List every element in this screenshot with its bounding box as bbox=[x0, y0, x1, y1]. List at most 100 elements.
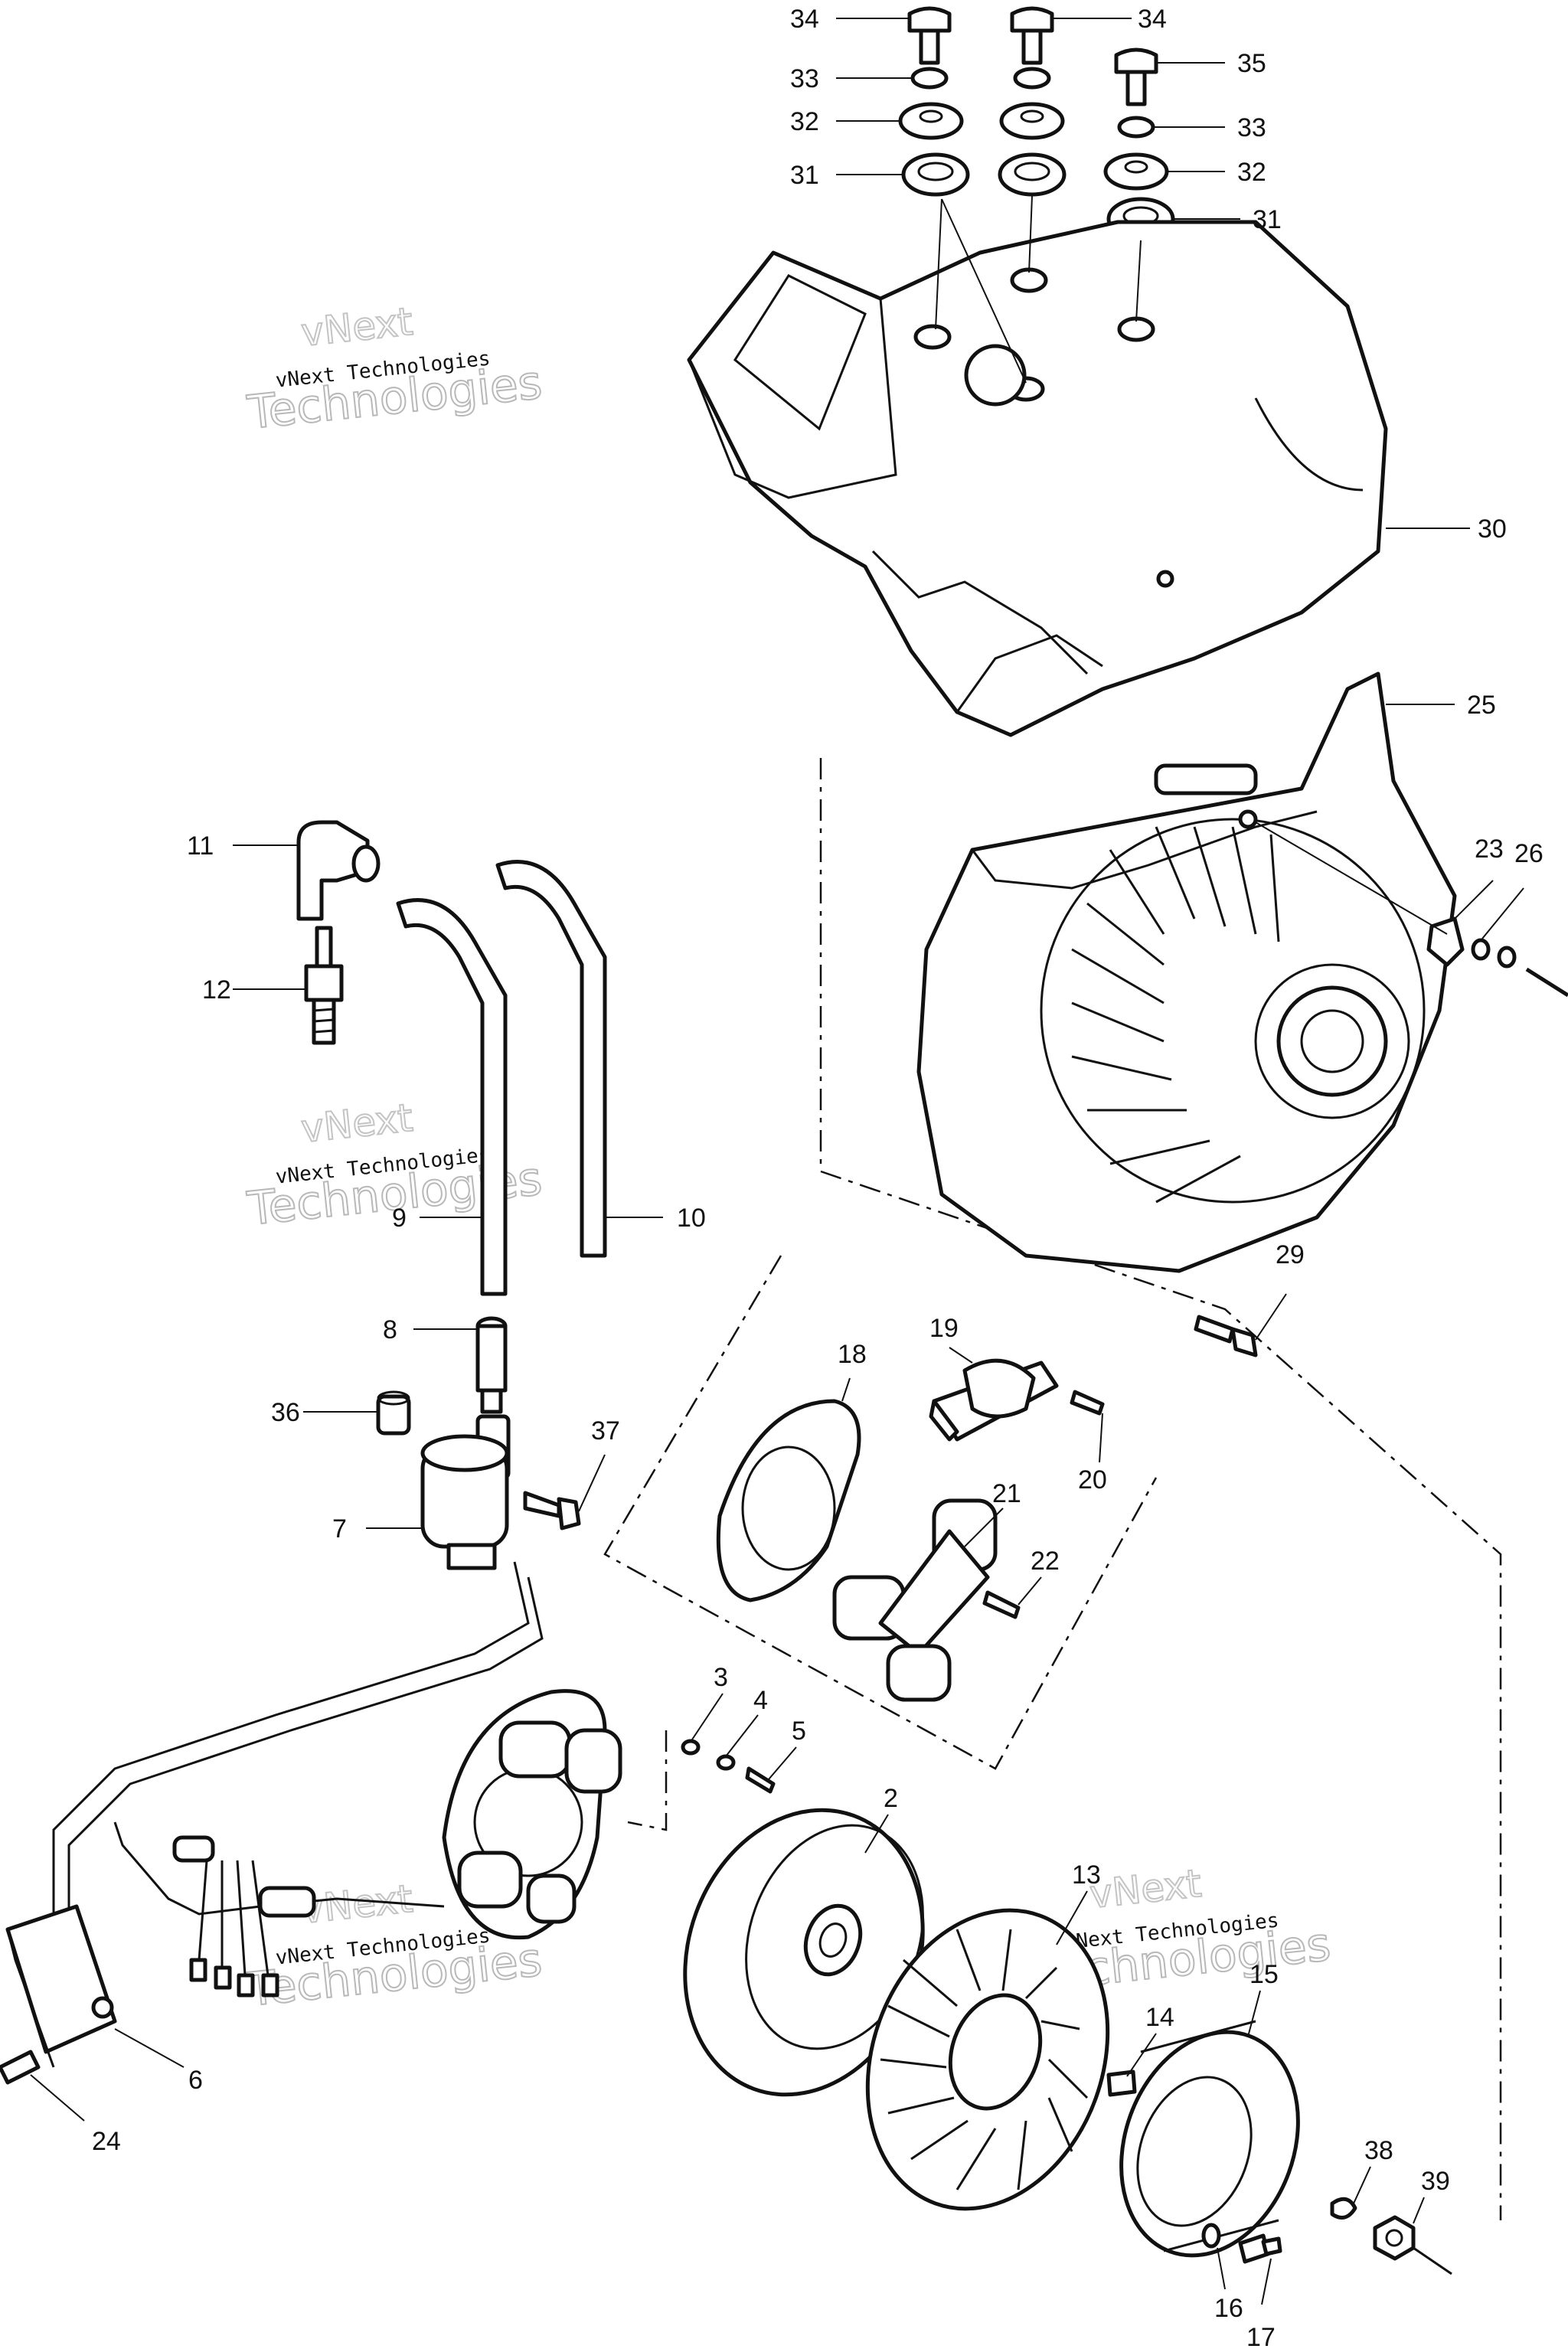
callout-label: 34 bbox=[1138, 5, 1167, 34]
callout-label: 39 bbox=[1421, 2167, 1450, 2196]
callout-label: 24 bbox=[92, 2127, 121, 2156]
callout-label: 5 bbox=[792, 1717, 806, 1746]
wire-harness bbox=[52, 1561, 530, 2021]
fan-housing-boundary bbox=[819, 758, 1502, 2220]
screw-29 bbox=[1194, 1315, 1258, 1357]
parts bbox=[0, 6, 1568, 2275]
breaker-plate-18 bbox=[716, 1399, 861, 1602]
pin-14 bbox=[1106, 2069, 1137, 2097]
wire-harness-b bbox=[67, 1576, 544, 2021]
bolt-stub bbox=[1525, 967, 1568, 998]
callout-label: 36 bbox=[271, 1398, 300, 1427]
callout-label: 37 bbox=[591, 1416, 620, 1446]
wire-connector-b bbox=[172, 1835, 215, 1863]
callout-label: 33 bbox=[1237, 113, 1266, 142]
screw-20 bbox=[1070, 1390, 1105, 1416]
bracket-23 bbox=[1426, 916, 1465, 967]
callout-label: 16 bbox=[1214, 2294, 1243, 2323]
callout-label: 18 bbox=[838, 1340, 867, 1369]
bolt-17 bbox=[1238, 2233, 1282, 2264]
callout-label: 33 bbox=[790, 64, 819, 93]
callout-label: 25 bbox=[1467, 691, 1496, 720]
callout-label: 21 bbox=[992, 1479, 1021, 1508]
callout-label: 6 bbox=[188, 2066, 203, 2095]
washer-26-b bbox=[1497, 946, 1517, 969]
callout-label: 32 bbox=[1237, 158, 1266, 187]
bolt-35 bbox=[1114, 47, 1158, 106]
callout-label: 19 bbox=[929, 1314, 959, 1343]
callout-numbers: 34 34 35 33 33 32 32 33 31 31 32 31 30 2… bbox=[92, 5, 1544, 2352]
lock-washer-38 bbox=[1330, 2197, 1357, 2220]
callout-label: 35 bbox=[1237, 49, 1266, 78]
watermark-text: vNext bbox=[1088, 1861, 1204, 1917]
washer-33-lower bbox=[1117, 116, 1155, 139]
cup-washer-32-right bbox=[999, 102, 1065, 140]
callout-label: 2 bbox=[884, 1784, 898, 1813]
bracket-boundary bbox=[627, 1730, 668, 1831]
callout-label: 10 bbox=[677, 1204, 706, 1233]
grommet-31-left bbox=[901, 152, 970, 197]
callout-label: 13 bbox=[1072, 1860, 1101, 1890]
nut-39-leader bbox=[1413, 2246, 1452, 2275]
armature-boundary bbox=[603, 1255, 1158, 1770]
callout-label: 12 bbox=[202, 975, 231, 1004]
nut-39 bbox=[1373, 2215, 1416, 2261]
callout-label: 4 bbox=[753, 1686, 768, 1715]
washer-26 bbox=[1471, 938, 1491, 961]
callout-label: 34 bbox=[790, 5, 819, 34]
bolt-34-left bbox=[907, 6, 952, 65]
spark-plug-12 bbox=[304, 926, 344, 1045]
callout-label: 8 bbox=[383, 1315, 397, 1344]
callout-label: 26 bbox=[1514, 839, 1544, 868]
screw-22 bbox=[982, 1590, 1021, 1619]
fan-13 bbox=[865, 1908, 1110, 2211]
watermark-text: vNext bbox=[299, 1096, 415, 1152]
cup-washer-32-lower bbox=[1103, 152, 1169, 191]
coil-19 bbox=[929, 1358, 1059, 1442]
washer-33-right bbox=[1013, 67, 1051, 90]
spark-plug-cap-11 bbox=[296, 820, 381, 921]
callout-label: 7 bbox=[332, 1514, 347, 1544]
pulley-15 bbox=[1119, 2020, 1300, 2258]
callout-label: 23 bbox=[1475, 835, 1504, 864]
coil-21 bbox=[832, 1498, 998, 1702]
wire-terminals bbox=[189, 1860, 279, 1998]
grommet-31-middle bbox=[998, 152, 1067, 197]
watermark-text: vNext bbox=[299, 299, 415, 355]
wire-connector bbox=[258, 1886, 316, 1918]
callout-label: 31 bbox=[1253, 205, 1282, 234]
callout-label: 38 bbox=[1364, 2136, 1393, 2165]
callout-label: 9 bbox=[392, 1204, 407, 1233]
cup-washer-32-left bbox=[898, 102, 964, 140]
watermark-text: vNext bbox=[299, 1877, 415, 1932]
callout-label: 17 bbox=[1246, 2323, 1276, 2352]
ignition-coil-7 bbox=[420, 1414, 511, 1570]
callout-label: 15 bbox=[1250, 1960, 1279, 1989]
wire-lead bbox=[113, 1821, 445, 1916]
screw-37 bbox=[523, 1491, 581, 1530]
washer-33-left bbox=[910, 67, 949, 90]
washer-4 bbox=[716, 1754, 736, 1771]
stator-assembly bbox=[442, 1689, 622, 1940]
screw-24 bbox=[0, 2050, 41, 2085]
connector-8 bbox=[475, 1316, 508, 1414]
sleeve-36 bbox=[376, 1390, 411, 1436]
callout-label: 32 bbox=[790, 107, 819, 136]
bolt-34-right bbox=[1010, 6, 1054, 65]
callout-label: 11 bbox=[187, 831, 214, 861]
tube-9 bbox=[396, 898, 508, 1296]
callout-label: 29 bbox=[1276, 1240, 1305, 1269]
washer-16 bbox=[1201, 2223, 1221, 2249]
callout-label: 14 bbox=[1145, 2003, 1174, 2032]
leader-lines bbox=[30, 18, 1524, 2305]
cdi-module-6 bbox=[5, 1904, 117, 2068]
tube-10 bbox=[495, 860, 607, 1258]
screw-5 bbox=[745, 1766, 776, 1794]
callout-label: 20 bbox=[1078, 1465, 1107, 1494]
washer-3 bbox=[681, 1739, 701, 1756]
callout-label: 3 bbox=[714, 1663, 728, 1692]
callout-label: 30 bbox=[1478, 514, 1507, 544]
fan-housing-25 bbox=[916, 671, 1457, 1273]
callout-label: 31 bbox=[790, 161, 819, 190]
